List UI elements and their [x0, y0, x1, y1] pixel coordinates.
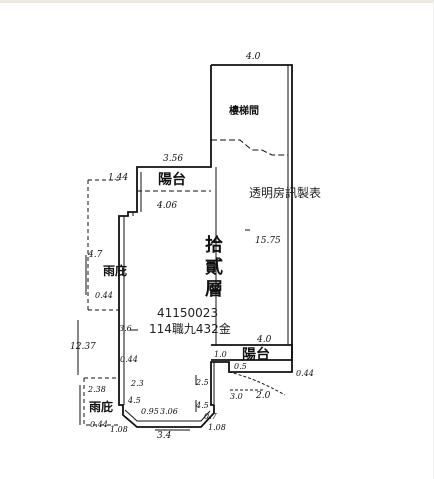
- dim-right-height: 15.75: [255, 236, 281, 246]
- dim-balcony-bottom-bottom: 2.0: [255, 391, 271, 401]
- dim-inner-h: 0.7: [204, 412, 218, 421]
- watermark-text: 透明房訊製表: [249, 185, 321, 200]
- room-balcony-top-label: 陽台: [158, 171, 186, 188]
- room-main-label-1: 拾: [205, 234, 223, 256]
- inner-walls: [77, 65, 289, 431]
- dim-left-bottom-b: 0.44: [90, 420, 108, 429]
- dim-inner-d: 4.5: [127, 396, 141, 405]
- room-main-label-3: 層: [205, 279, 223, 300]
- dim-inner-a: 2.5: [195, 378, 209, 387]
- room-rain-shelter-upper-label: 雨庇: [103, 263, 127, 278]
- dim-left-bottom: 2.38: [87, 385, 106, 394]
- dim-balcony-bottom-right: 0.44: [296, 369, 314, 378]
- room-balcony-bottom-label: 陽台: [242, 346, 270, 363]
- code-number: 41150023: [157, 306, 218, 320]
- dim-balcony-bottom-inner2: 0.5: [234, 362, 247, 371]
- dim-inner-c: 2.3: [130, 379, 144, 388]
- dim-left-lower-a: 0.44: [95, 291, 113, 300]
- dim-inner-b: 3.0: [230, 392, 243, 401]
- dim-balcony-top-width: 3.56: [163, 154, 183, 164]
- dim-left-mid-b: 0.44: [120, 355, 138, 364]
- dim-balcony-top-side: 1.44: [108, 173, 128, 183]
- dim-left-mid: 3.6: [119, 324, 132, 333]
- top-border: [0, 0, 434, 3]
- room-rain-shelter-lower-label: 雨庇: [89, 399, 113, 414]
- room-main-label-2: 貳: [205, 256, 223, 278]
- dim-inner-g: 3.06: [160, 407, 178, 416]
- dim-bottom-right: 1.08: [208, 423, 226, 432]
- dim-bottom-width: 3.4: [157, 431, 172, 441]
- code-label: 114職九432金: [149, 321, 231, 336]
- dim-inner-e: 4.5: [195, 401, 209, 410]
- dim-main-top: 4.06: [156, 201, 177, 211]
- dim-inner-f: 0.95: [141, 407, 159, 416]
- dim-balcony-bottom-inner: 1.0: [214, 350, 227, 359]
- dim-stair-width: 4.0: [245, 52, 261, 62]
- dim-bottom-left: 1.08: [110, 425, 128, 434]
- dim-balcony-bottom-width: 4.0: [256, 335, 272, 345]
- dim-left-total: 12.37: [70, 342, 96, 352]
- room-stair-label: 樓梯間: [229, 104, 259, 117]
- dim-left-upper: 4.7: [87, 250, 103, 260]
